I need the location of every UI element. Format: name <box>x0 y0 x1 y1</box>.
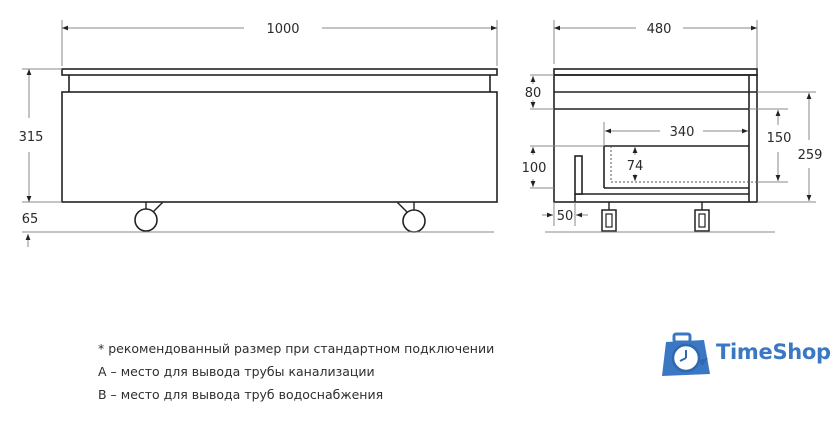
side-cutout-label: 74 <box>627 159 644 174</box>
front-height-label: 315 <box>19 130 44 145</box>
side-depth-label: 480 <box>647 22 672 37</box>
front-leg-height-label: 65 <box>22 212 39 227</box>
front-view: 1000 315 65 <box>19 20 498 247</box>
notes-block: * рекомендованный размер при стандартном… <box>98 337 494 406</box>
side-view: 480 <box>522 20 823 233</box>
side-front-caster <box>601 202 617 232</box>
side-lower-label: 100 <box>522 161 547 176</box>
front-right-caster <box>396 201 426 233</box>
side-offset-label: 50 <box>557 209 574 224</box>
note-recommended-size: * рекомендованный размер при стандартном… <box>98 341 495 356</box>
side-drawer-depth-label: 340 <box>670 125 695 140</box>
note-water-supply: В – место для вывода труб водоснабжения <box>98 387 384 402</box>
side-inner-height-label: 150 <box>767 131 792 146</box>
side-total-height-label: 259 <box>798 148 823 163</box>
note-drain-pipe: А – место для вывода трубы канализации <box>98 364 375 379</box>
front-width-label: 1000 <box>266 22 299 37</box>
front-left-caster <box>134 201 164 232</box>
briefcase-clock-icon <box>662 332 710 376</box>
side-rear-caster <box>694 202 710 232</box>
side-top-panel-label: 80 <box>525 86 542 101</box>
timeshop-logo: TimeShop <box>660 330 835 380</box>
brand-name: TimeShop <box>716 340 831 364</box>
